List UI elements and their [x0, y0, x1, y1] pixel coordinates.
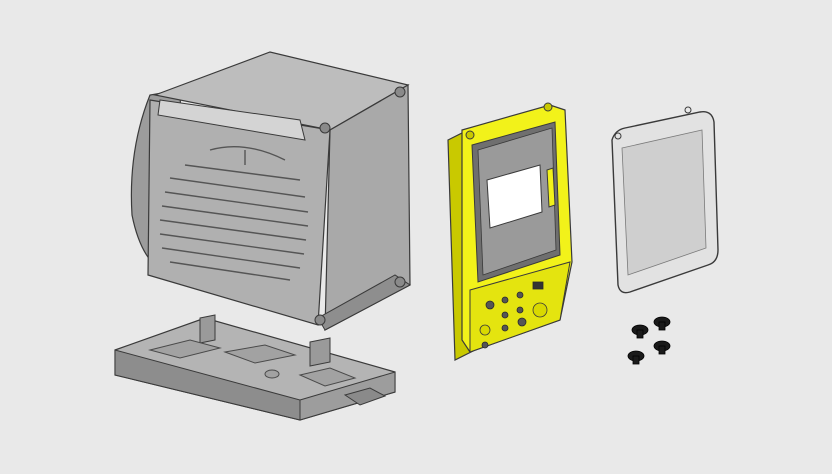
button-holes [479, 281, 548, 349]
housing-part[interactable] [130, 51, 411, 332]
screw[interactable] [653, 316, 671, 331]
screws-part[interactable] [627, 316, 671, 365]
cover-screen-part[interactable] [611, 106, 719, 294]
vent-grille [159, 145, 309, 281]
front-frame-part[interactable] [447, 102, 573, 361]
base-plate-part[interactable] [114, 314, 396, 421]
screw[interactable] [653, 340, 671, 355]
screw[interactable] [631, 324, 649, 339]
screw[interactable] [627, 350, 645, 365]
